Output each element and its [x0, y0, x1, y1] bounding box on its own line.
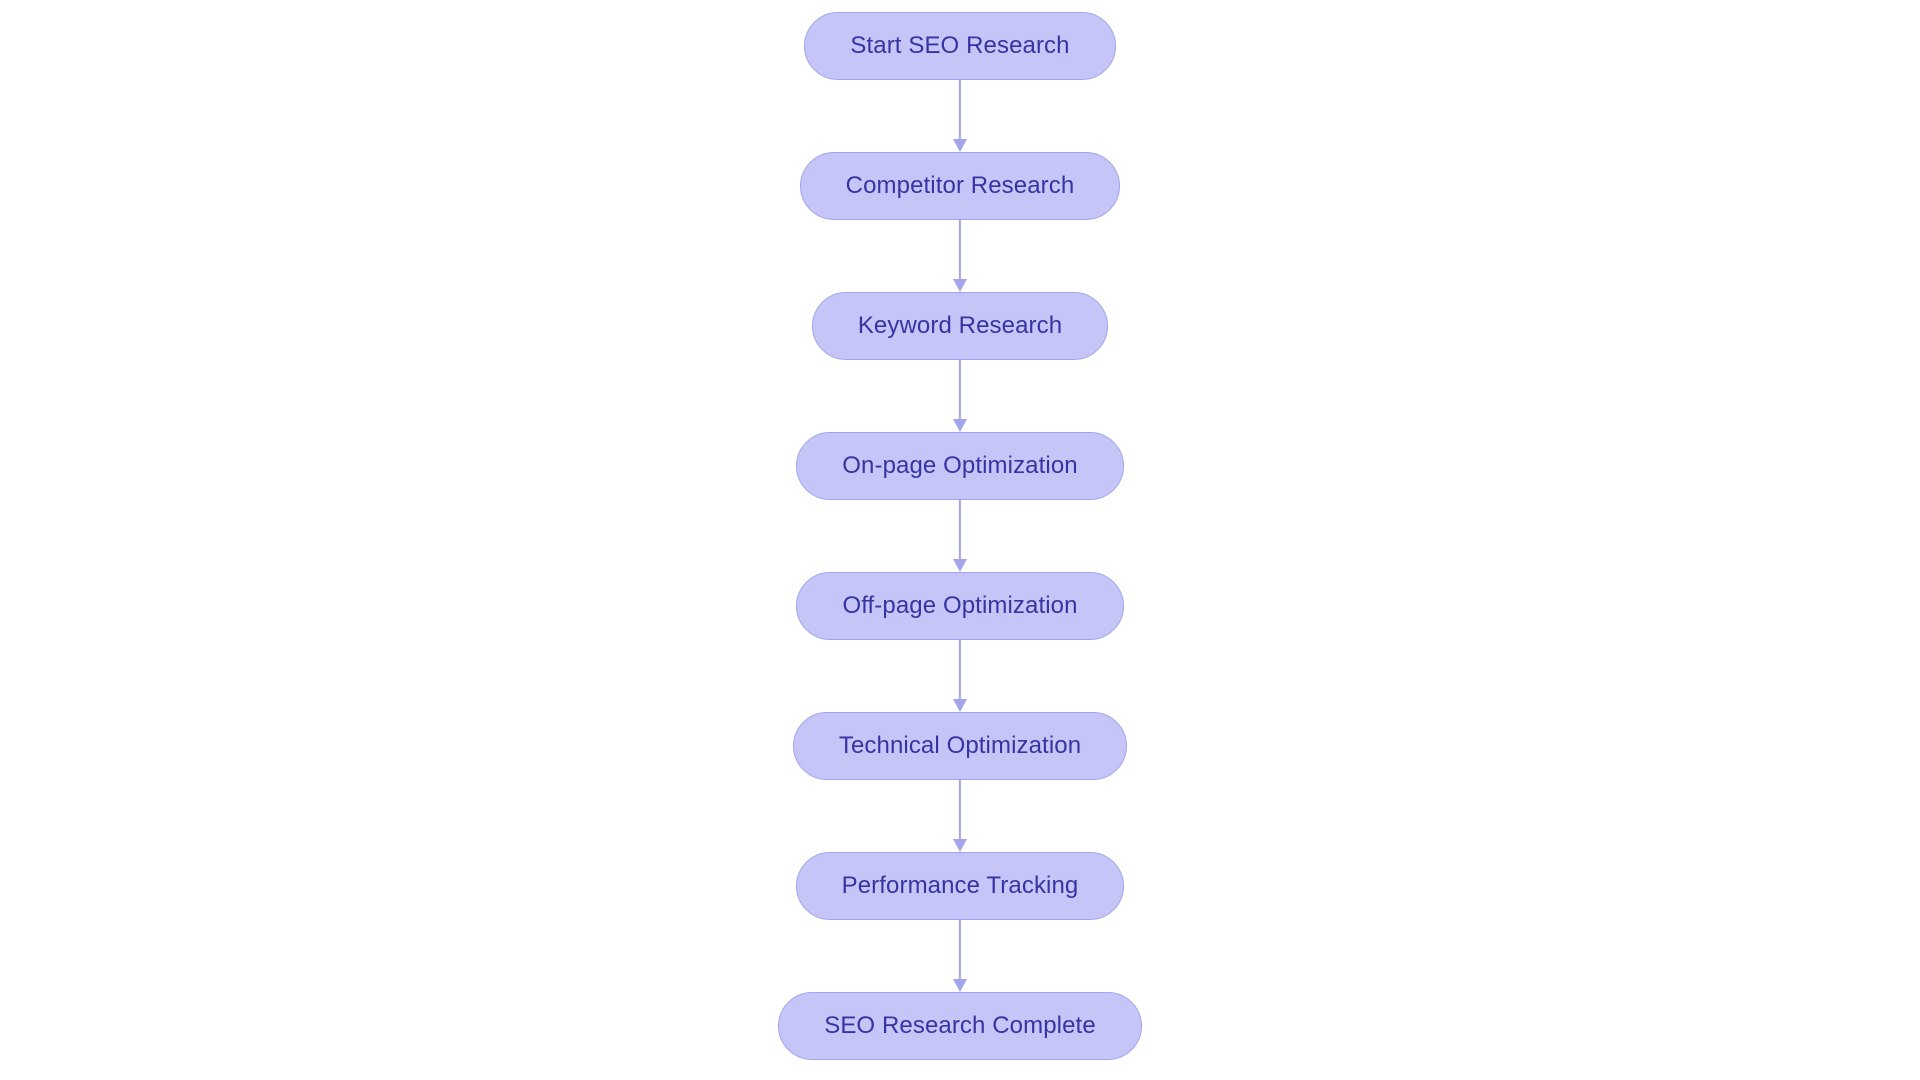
flow-node-seo-research-complete[interactable]: SEO Research Complete	[778, 992, 1142, 1060]
flow-connector-5	[953, 640, 967, 712]
flow-node-keyword-research[interactable]: Keyword Research	[811, 292, 1109, 360]
connector-line-icon	[958, 500, 962, 560]
flow-connector-1	[953, 80, 967, 152]
connector-line-icon	[958, 220, 962, 280]
connector-line-icon	[958, 920, 962, 980]
flow-connector-6	[953, 780, 967, 852]
flow-connector-3	[953, 360, 967, 432]
arrow-down-icon	[953, 139, 967, 152]
flow-connector-2	[953, 220, 967, 292]
arrow-down-icon	[953, 699, 967, 712]
flow-node-technical-optimization[interactable]: Technical Optimization	[792, 712, 1128, 780]
connector-line-icon	[958, 640, 962, 700]
connector-line-icon	[958, 80, 962, 140]
flow-node-start-seo-research[interactable]: Start SEO Research	[804, 12, 1116, 80]
flow-connector-7	[953, 920, 967, 992]
arrow-down-icon	[953, 839, 967, 852]
flow-node-on-page-optimization[interactable]: On-page Optimization	[796, 432, 1124, 500]
connector-line-icon	[958, 360, 962, 420]
flow-connector-4	[953, 500, 967, 572]
flow-node-off-page-optimization[interactable]: Off-page Optimization	[796, 572, 1124, 640]
arrow-down-icon	[953, 419, 967, 432]
arrow-down-icon	[953, 559, 967, 572]
arrow-down-icon	[953, 279, 967, 292]
connector-line-icon	[958, 780, 962, 840]
arrow-down-icon	[953, 979, 967, 992]
flow-node-competitor-research[interactable]: Competitor Research	[799, 152, 1121, 220]
flow-node-performance-tracking[interactable]: Performance Tracking	[795, 852, 1125, 920]
